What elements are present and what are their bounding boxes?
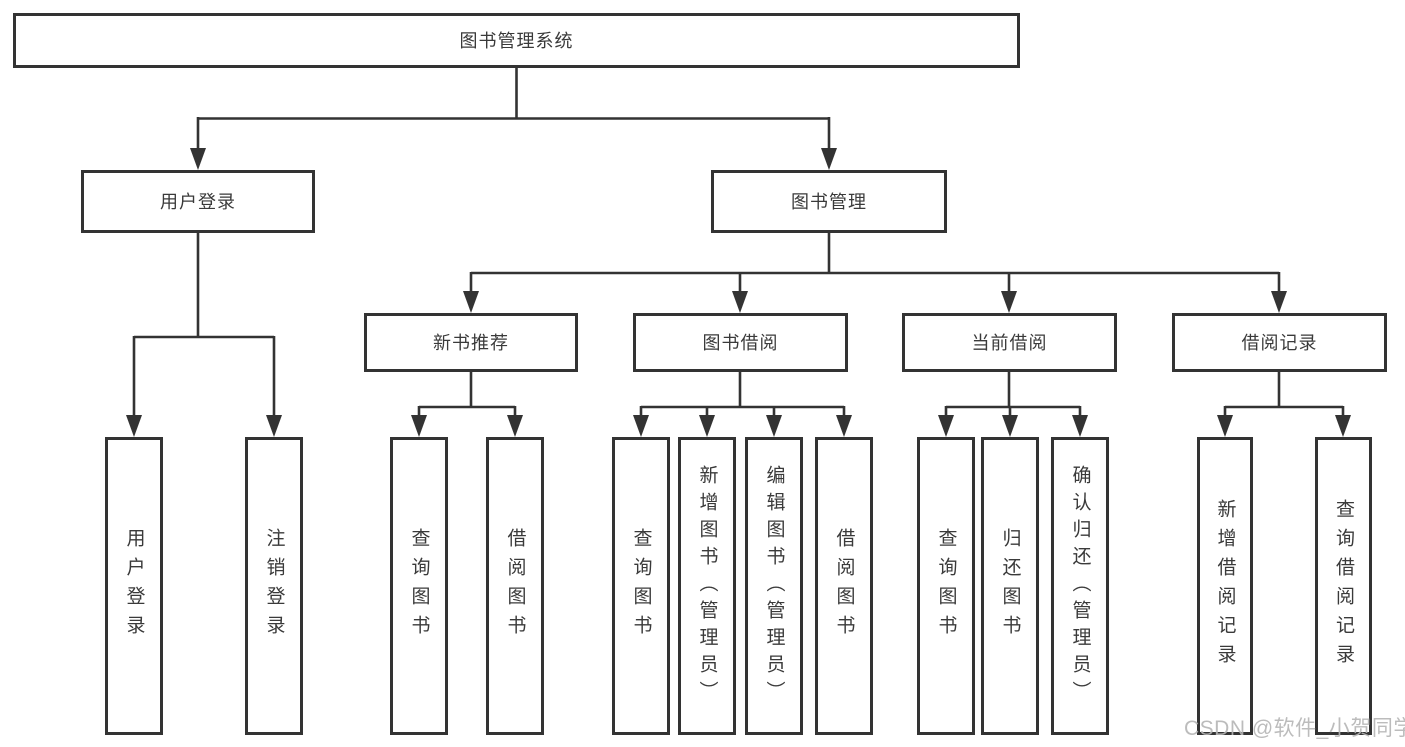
- arrow-down: [1335, 415, 1351, 437]
- node-label: 查询图书: [935, 528, 957, 644]
- connector-records-children: [1217, 372, 1351, 437]
- arrow-down: [836, 415, 852, 437]
- node-label: 用户登录: [123, 528, 145, 644]
- node-label: 新增借阅记录: [1214, 499, 1236, 673]
- arrow-down: [766, 415, 782, 437]
- node-label: 借阅图书: [833, 528, 855, 644]
- leaf-logout: 注销登录: [245, 437, 303, 735]
- node-label: 借阅图书: [504, 528, 526, 644]
- connector-new-book-children: [411, 372, 523, 437]
- node-label: 确认归还（管理员）: [1069, 464, 1091, 708]
- connector-book-borrow-children: [633, 372, 852, 437]
- arrow-down: [266, 415, 282, 437]
- node-label: 新书推荐: [433, 332, 509, 353]
- node-label: 新增图书（管理员）: [696, 464, 718, 708]
- node-label: 图书管理系统: [459, 30, 574, 51]
- arrow-down: [1002, 415, 1018, 437]
- arrow-down: [463, 291, 479, 313]
- arrow-down: [126, 415, 142, 437]
- arrow-down: [1001, 291, 1017, 313]
- watermark: CSDN @软件_小贺同学: [1184, 717, 1405, 740]
- leaf-user-login: 用户登录: [105, 437, 163, 735]
- leaf-edit-book-admin: 编辑图书（管理员）: [745, 437, 803, 735]
- leaf-confirm-return-admin: 确认归还（管理员）: [1051, 437, 1109, 735]
- arrow-down: [938, 415, 954, 437]
- node-user-login: 用户登录: [81, 170, 315, 233]
- node-book-management: 图书管理: [711, 170, 947, 233]
- node-new-book-recommend: 新书推荐: [364, 313, 578, 372]
- leaf-query-books-recommend: 查询图书: [390, 437, 448, 735]
- node-label: 图书借阅: [702, 332, 779, 353]
- node-label: 借阅记录: [1241, 332, 1318, 353]
- connector-book-management-children: [463, 233, 1287, 313]
- arrow-down: [507, 415, 523, 437]
- node-book-borrow: 图书借阅: [633, 313, 848, 372]
- leaf-borrow-books-recommend: 借阅图书: [486, 437, 544, 735]
- leaf-borrow-books: 借阅图书: [815, 437, 873, 735]
- leaf-add-borrow-record: 新增借阅记录: [1197, 437, 1253, 735]
- node-borrow-records: 借阅记录: [1172, 313, 1387, 372]
- arrow-down: [633, 415, 649, 437]
- arrow-down: [732, 291, 748, 313]
- leaf-return-books: 归还图书: [981, 437, 1039, 735]
- arrow-down: [699, 415, 715, 437]
- arrow-down: [190, 148, 206, 170]
- node-label: 用户登录: [160, 191, 236, 212]
- node-label: 查询借阅记录: [1333, 499, 1354, 673]
- node-label: 图书管理: [791, 191, 867, 212]
- node-library-management-system: 图书管理系统: [13, 13, 1020, 68]
- node-label: 查询图书: [408, 528, 430, 644]
- connector-current-borrow-children: [938, 372, 1088, 437]
- leaf-query-borrow-record: 查询借阅记录: [1315, 437, 1372, 735]
- arrow-down: [411, 415, 427, 437]
- node-current-borrow: 当前借阅: [902, 313, 1117, 372]
- arrow-down: [1217, 415, 1233, 437]
- node-label: 归还图书: [999, 528, 1021, 644]
- arrow-down: [821, 148, 837, 170]
- connector-root-to-level1: [190, 68, 837, 170]
- leaf-add-book-admin: 新增图书（管理员）: [678, 437, 736, 735]
- node-label: 注销登录: [263, 528, 285, 644]
- connector-user-login-children: [126, 233, 282, 437]
- leaf-query-books-current: 查询图书: [917, 437, 975, 735]
- node-label: 查询图书: [630, 528, 652, 644]
- node-label: 当前借阅: [971, 332, 1048, 353]
- leaf-query-books-borrow: 查询图书: [612, 437, 670, 735]
- node-label: 编辑图书（管理员）: [763, 464, 785, 708]
- arrow-down: [1271, 291, 1287, 313]
- arrow-down: [1072, 415, 1088, 437]
